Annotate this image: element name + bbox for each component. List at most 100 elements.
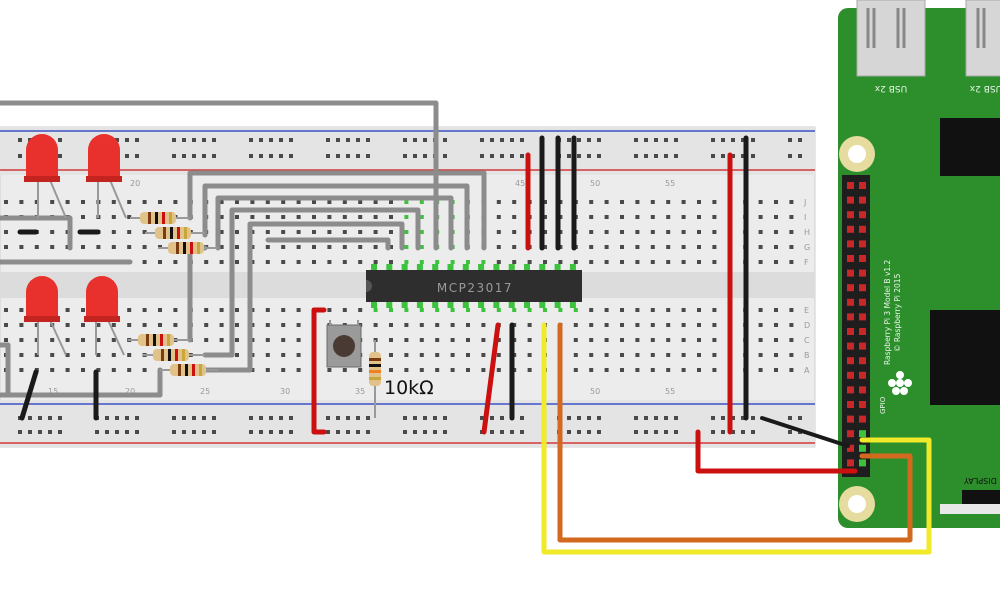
resistor-value-label: 10kΩ [384,377,434,399]
black-wire [19,369,39,421]
breadboard-hole [219,260,224,264]
breadboard-hole [589,353,594,357]
breadboard-hole [567,138,571,142]
breadboard-hole [265,215,270,219]
breadboard-hole [758,215,763,219]
breadboard-hole [127,200,132,204]
breadboard-hole [265,245,270,249]
breadboard-hole [731,154,735,158]
breadboard-hole [342,260,347,264]
chip-body [366,270,582,302]
breadboard-hole [789,230,794,234]
breadboard-hole [50,353,55,357]
breadboard-hole [604,260,609,264]
breadboard-hole [265,308,270,312]
breadboard-hole [644,154,648,158]
breadboard-hole [589,308,594,312]
pull-down-resistor [369,340,381,418]
breadboard-hole [158,308,162,312]
breadboard-hole [173,260,178,264]
breadboard-hole [711,416,715,420]
breadboard-hole [774,368,778,372]
breadboard-hole [604,353,609,357]
breadboard-hole [127,215,132,219]
breadboard-hole [721,154,725,158]
breadboard-hole [127,323,132,327]
breadboard-hole [443,430,447,434]
breadboard-hole [173,308,178,312]
chip-pin [508,264,515,270]
gpio-pin [847,328,854,335]
breadboard-hole [346,154,350,158]
breadboard-hole [650,215,655,219]
breadboard-hole [435,353,440,357]
breadboard-hole [34,323,39,327]
chip-pin [371,264,377,270]
breadboard-hole [466,353,470,357]
breadboard-hole [142,230,147,234]
breadboard-hole [389,353,393,357]
breadboard-hole [182,416,186,420]
breadboard-hole [326,138,330,142]
breadboard-hole [654,154,658,158]
breadboard-hole [327,260,332,264]
breadboard-hole [202,416,206,420]
breadboard-hole [356,430,360,434]
breadboard-hole [235,215,239,219]
breadboard-hole [666,215,671,219]
breadboard-hole [644,138,648,142]
gpio-pin [859,401,866,408]
breadboard-hole [481,323,486,327]
breadboard-hole [373,308,378,312]
breadboard-hole [712,245,717,249]
breadboard-hole [336,430,340,434]
breadboard-hole [135,138,139,142]
breadboard-hole [666,338,671,342]
row-letter: D [804,321,810,330]
breadboard-hole [259,430,263,434]
breadboard-hole [634,138,638,142]
breadboard-hole [450,308,455,312]
chip-pin [493,264,500,270]
pi-soc [930,310,1000,405]
breadboard-hole [81,200,85,204]
column-numbers: 20 45 50 55 15 20 25 30 35 50 55 [48,179,675,396]
gpio-pin [859,357,866,365]
breadboard-hole [81,215,85,219]
chip-pins [371,264,576,308]
breadboard-hole [96,338,101,342]
breadboard-hole [774,353,778,357]
column-number: 55 [665,179,675,188]
chip-label: MCP23017 [437,281,513,295]
breadboard-hole [296,230,301,234]
breadboard-hole [666,308,671,312]
breadboard-hole [774,260,778,264]
breadboard-hole [758,338,763,342]
chip-notch [366,280,372,292]
led-red [84,276,125,356]
breadboard-hole [697,260,701,264]
gpio-pin [847,225,854,233]
breadboard-hole [279,430,283,434]
breadboard-hole [173,323,178,327]
resistor [143,349,205,361]
gpio-pin [859,459,866,467]
breadboard-hole [666,245,671,249]
breadboard-hole [202,154,206,158]
breadboard-hole [327,245,332,249]
breadboard-hole [450,338,455,342]
breadboard-hole [38,430,42,434]
breadboard-hole [577,138,581,142]
breadboard-hole [28,430,32,434]
breadboard-hole [366,430,370,434]
chip-pin [432,302,439,308]
breadboard-hole [204,308,209,312]
breadboard-hole [635,200,640,204]
breadboard-hole [296,245,301,249]
breadboard-hole [419,338,424,342]
breadboard-hole [520,154,524,158]
breadboard-hole [125,154,129,158]
breadboard-hole [50,230,55,234]
breadboard-hole [269,154,273,158]
